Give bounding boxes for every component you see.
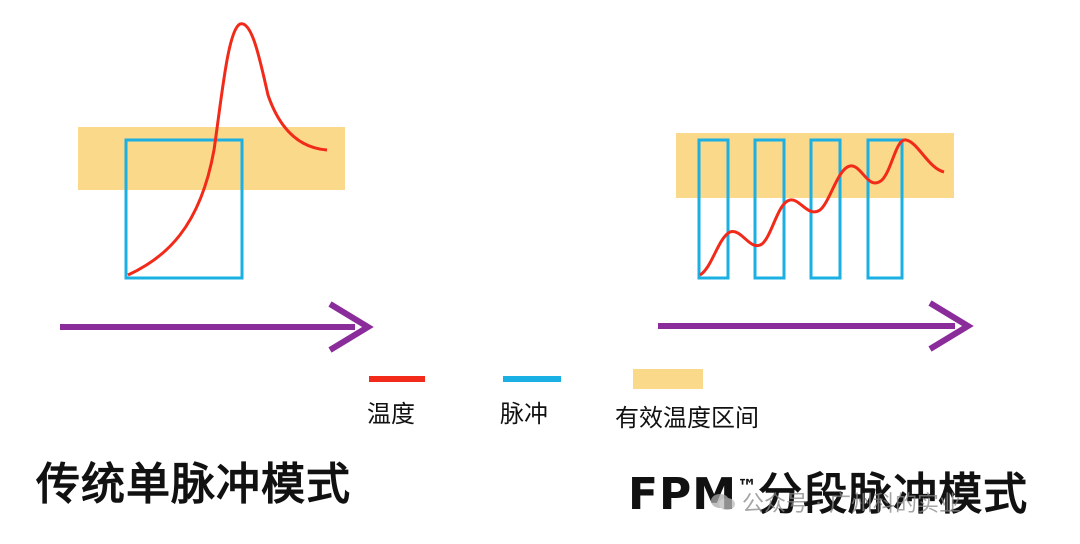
watermark-text: 公众号 · 广州科的实业 xyxy=(742,492,961,517)
right-pulse-1 xyxy=(697,138,730,280)
legend-pulse-label: 脉冲 xyxy=(500,400,548,428)
legend-effective-zone-swatch xyxy=(633,369,703,389)
right-effective-zone xyxy=(676,133,954,198)
left-pulse xyxy=(124,138,244,280)
left-temperature-curve xyxy=(127,22,328,277)
right-pulse-3 xyxy=(809,138,842,280)
right-pulse-4 xyxy=(866,138,904,280)
right-pulse-2 xyxy=(753,138,786,280)
left-mode-title: 传统单脉冲模式 xyxy=(36,459,351,510)
right-time-arrow xyxy=(658,300,974,352)
right-temperature-curve xyxy=(699,138,945,277)
right-mode-name: 分段脉冲模式 xyxy=(758,469,1029,520)
legend-pulse-swatch xyxy=(503,376,561,382)
wechat-icon xyxy=(711,494,735,510)
watermark: 公众号 · 广州科的实业 xyxy=(710,486,961,518)
legend-temperature-swatch xyxy=(369,376,425,382)
left-time-arrow xyxy=(60,301,374,353)
legend-temperature-label: 温度 xyxy=(367,400,415,428)
right-pulses xyxy=(697,138,904,280)
legend-effective-zone-label: 有效温度区间 xyxy=(615,404,759,432)
right-mode-title: FPM™分段脉冲模式 xyxy=(628,458,1028,522)
trademark-symbol: ™ xyxy=(737,474,759,499)
